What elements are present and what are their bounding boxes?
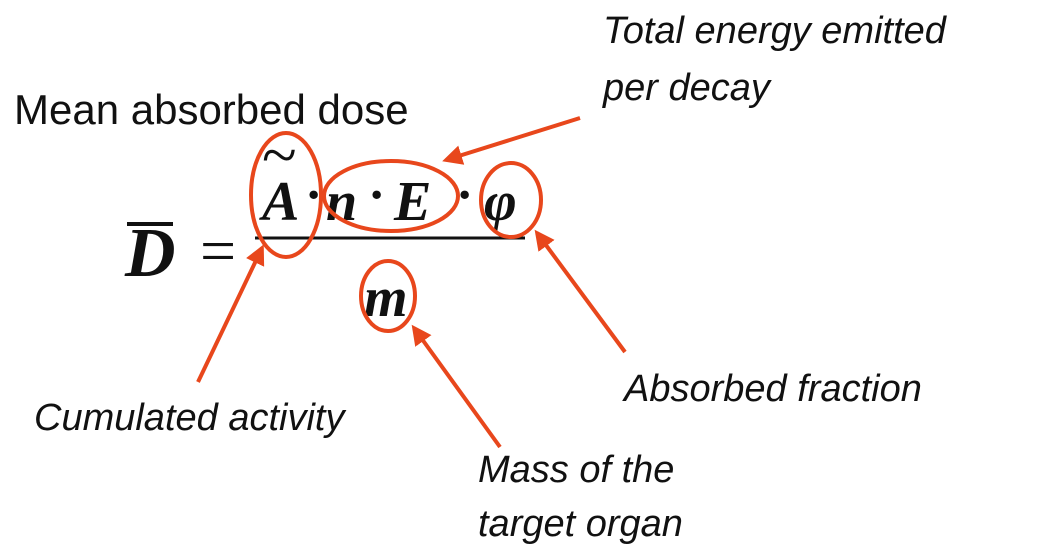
arrow-mass [411, 324, 502, 449]
arrow-absorbed-fraction [534, 229, 627, 354]
formula-lhs-overbar [127, 222, 173, 226]
highlight-absorbed-fraction [479, 161, 543, 239]
formula-equals-sign: = [200, 215, 237, 286]
heading-mean-absorbed-dose: Mean absorbed dose [14, 86, 409, 133]
formula-mass: m [364, 267, 408, 329]
annotation-energy-line2: per decay [603, 67, 770, 109]
formula-energy: E [394, 171, 432, 233]
annotation-cumulated-activity: Cumulated activity [34, 397, 345, 439]
arrow-cumulated-activity [196, 244, 265, 383]
highlight-mass [359, 259, 417, 333]
formula-dot-3: · [456, 167, 474, 224]
highlight-cumulated-activity [249, 131, 323, 259]
annotation-energy-line1: Total energy emitted [603, 10, 946, 52]
annotation-absorbed-fraction: Absorbed fraction [624, 368, 922, 410]
annotation-mass-line1: Mass of the [478, 449, 675, 491]
formula-dot-2: · [368, 167, 386, 224]
formula-lhs-dose: D [125, 215, 176, 292]
formula-dot-1: · [305, 167, 323, 224]
formula-cumulated-activity: A [262, 171, 300, 233]
highlight-energy-per-decay [322, 159, 460, 233]
annotation-mass-line2: target organ [478, 503, 683, 545]
arrow-energy [442, 116, 581, 165]
formula-tilde: ~ [262, 119, 297, 190]
